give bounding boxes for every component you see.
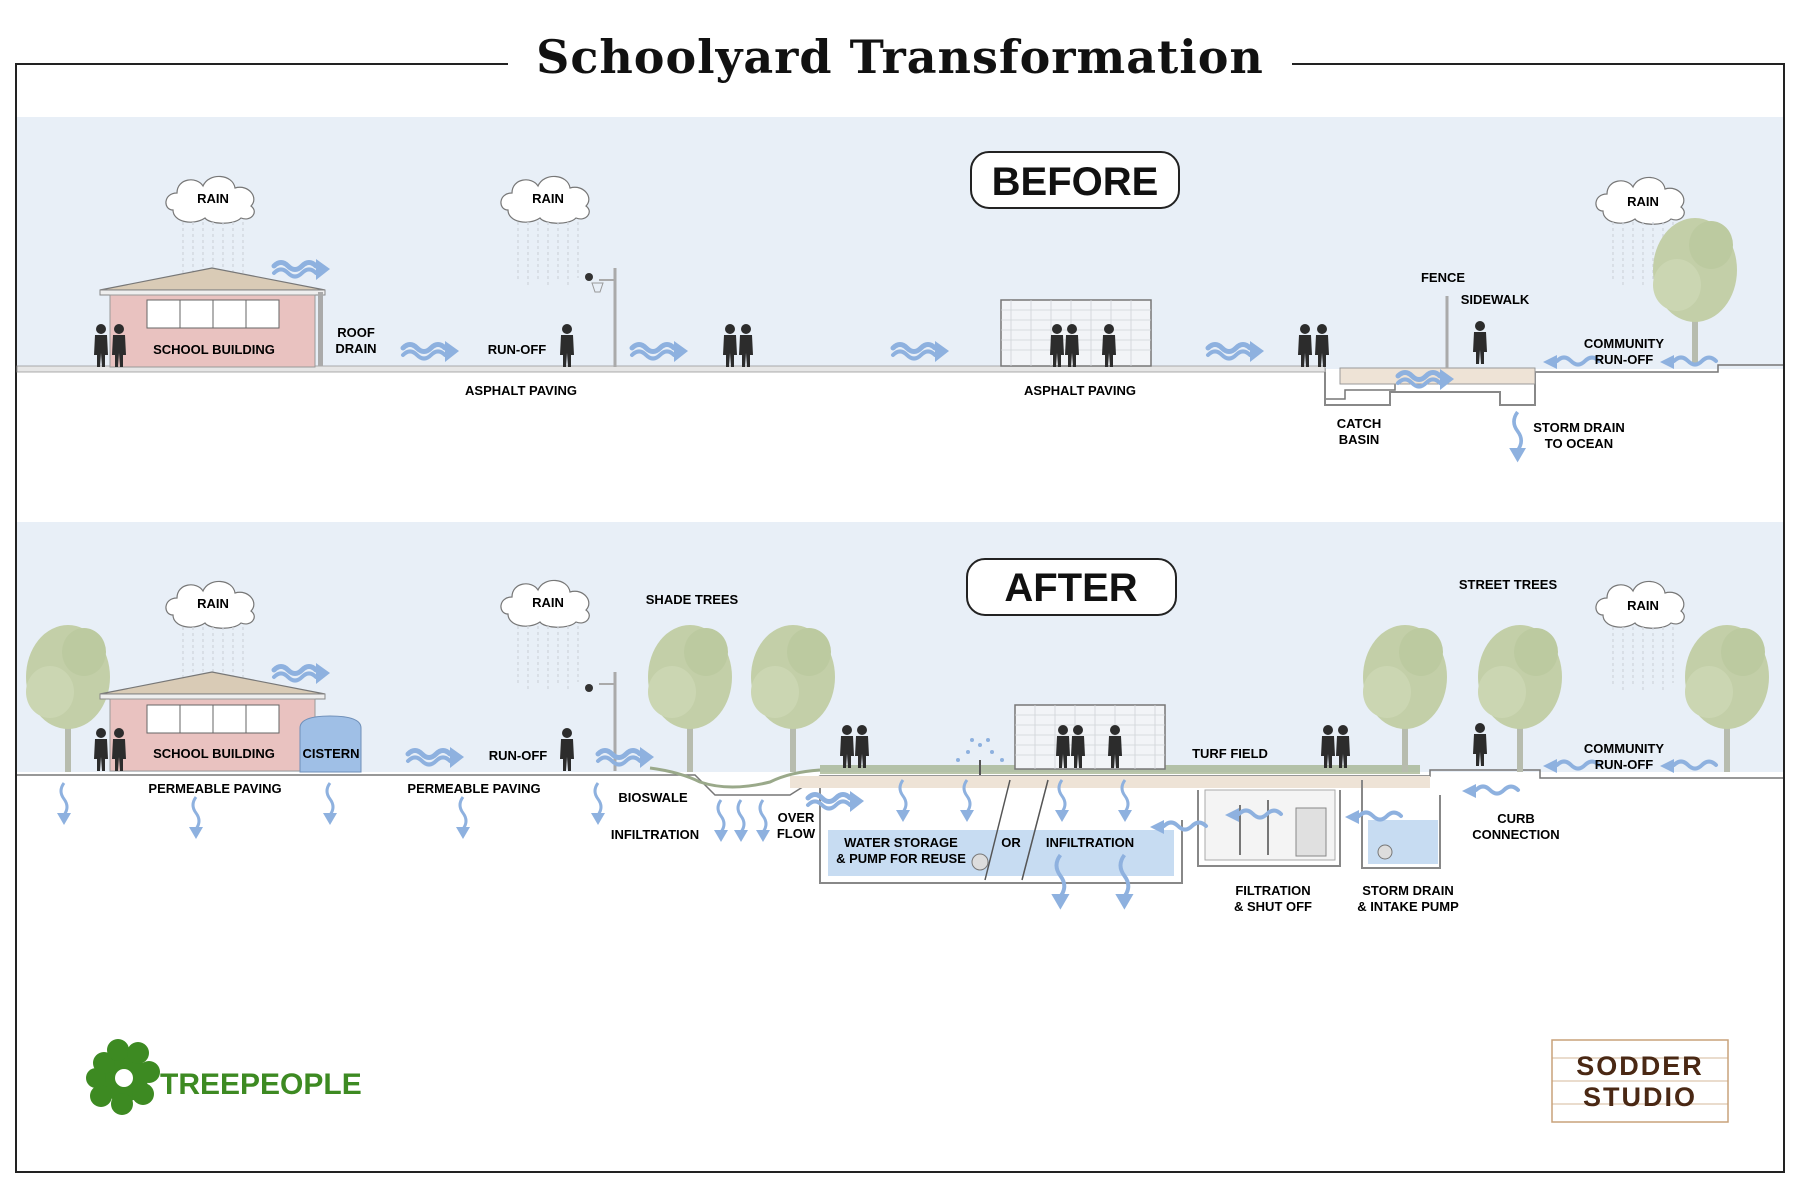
catch-basin-structure [1324, 372, 1536, 406]
treepeople-logo-text: TREEPEOPLE [160, 1068, 362, 1101]
before-storm-drain-label-2: TO OCEAN [1545, 436, 1613, 451]
before-catch-basin-label-2: BASIN [1339, 432, 1379, 447]
school-building [99, 267, 326, 368]
after-rain-label-1: RAIN [197, 596, 229, 611]
after-filtration-label-2: & SHUT OFF [1234, 899, 1312, 914]
after-runoff-label: RUN-OFF [489, 748, 548, 763]
after-street-trees-label: STREET TREES [1459, 577, 1558, 592]
after-community-runoff-label-2: RUN-OFF [1595, 757, 1654, 772]
storm-drain-pump-vault [1361, 780, 1441, 869]
after-bioswale-label: BIOSWALE [618, 790, 688, 805]
after-cistern-label: CISTERN [302, 746, 359, 761]
cistern-tank [299, 715, 362, 773]
after-infiltration-label-2: INFILTRATION [1046, 835, 1134, 850]
sodder-logo-line2: STUDIO [1583, 1082, 1697, 1112]
after-school-building-label: SCHOOL BUILDING [153, 746, 275, 761]
title-bar: Schoolyard Transformation [0, 30, 1800, 84]
after-filtration-label-1: FILTRATION [1235, 883, 1310, 898]
after-overflow-label-1: OVER [778, 810, 815, 825]
before-heading: BEFORE [992, 160, 1159, 204]
after-water-storage-label-2: & PUMP FOR REUSE [836, 851, 966, 866]
after-overflow-label-2: FLOW [777, 826, 816, 841]
roof-drain-pipe [318, 292, 323, 366]
before-storm-drain-label-1: STORM DRAIN [1533, 420, 1624, 435]
before-roof-drain-label-2: DRAIN [335, 341, 376, 356]
before-rain-label-2: RAIN [532, 191, 564, 206]
after-curb-connection-label-1: CURB [1497, 811, 1535, 826]
after-curb-connection-label-2: CONNECTION [1472, 827, 1559, 842]
before-asphalt-label-1: ASPHALT PAVING [465, 383, 577, 398]
before-fence-label: FENCE [1421, 270, 1465, 285]
before-panel: BEFORE RAIN RAIN RAIN SCHOOL BUILDING [16, 117, 1783, 519]
sodder-studio-logo: SODDER STUDIO [1551, 1039, 1729, 1123]
before-asphalt-label-2: ASPHALT PAVING [1024, 383, 1136, 398]
after-permeable-label-2: PERMEABLE PAVING [407, 781, 540, 796]
after-panel: AFTER RAIN RAIN RAIN [17, 522, 1783, 922]
bioswale-plants [649, 766, 821, 789]
after-permeable-label-1: PERMEABLE PAVING [148, 781, 281, 796]
basketball-hoop-icon [585, 268, 617, 367]
after-storm-drain-pump-label-2: & INTAKE PUMP [1357, 899, 1459, 914]
turf-soil [790, 776, 1430, 788]
before-rain-label-3: RAIN [1627, 194, 1659, 209]
before-ground [17, 369, 1783, 519]
before-community-runoff-label-1: COMMUNITY [1584, 336, 1664, 351]
before-roof-drain-label-1: ROOF [337, 325, 375, 340]
before-rain-label-1: RAIN [197, 191, 229, 206]
after-heading-box [966, 558, 1177, 616]
after-rain-label-3: RAIN [1627, 598, 1659, 613]
filtration-vault [1197, 789, 1341, 867]
after-turf-field-label: TURF FIELD [1192, 746, 1268, 761]
school-building [99, 671, 326, 772]
after-water-storage-label-1: WATER STORAGE [844, 835, 958, 850]
before-runoff-label: RUN-OFF [488, 342, 547, 357]
after-shade-trees-label: SHADE TREES [646, 592, 739, 607]
sodder-logo-line1: SODDER [1576, 1051, 1704, 1081]
after-or-label: OR [1001, 835, 1021, 850]
after-infiltration-label-1: INFILTRATION [611, 827, 699, 842]
after-storm-drain-pump-label-1: STORM DRAIN [1362, 883, 1453, 898]
treepeople-logo: TREEPEOPLE [86, 1039, 362, 1115]
before-community-runoff-label-2: RUN-OFF [1595, 352, 1654, 367]
before-sidewalk-label: SIDEWALK [1461, 292, 1530, 307]
underground-storage [819, 779, 1183, 884]
after-heading: AFTER [1004, 566, 1137, 610]
before-catch-basin-label-1: CATCH [1337, 416, 1382, 431]
before-heading-box [970, 151, 1180, 209]
after-rain-label-2: RAIN [532, 595, 564, 610]
soccer-goal-icon [1014, 704, 1166, 770]
after-community-runoff-label-1: COMMUNITY [1584, 741, 1664, 756]
sprinkler-icon [956, 738, 1004, 775]
asphalt-surface [16, 365, 1326, 373]
diagram-title: Schoolyard Transformation [508, 30, 1292, 84]
before-school-building-label: SCHOOL BUILDING [153, 342, 275, 357]
